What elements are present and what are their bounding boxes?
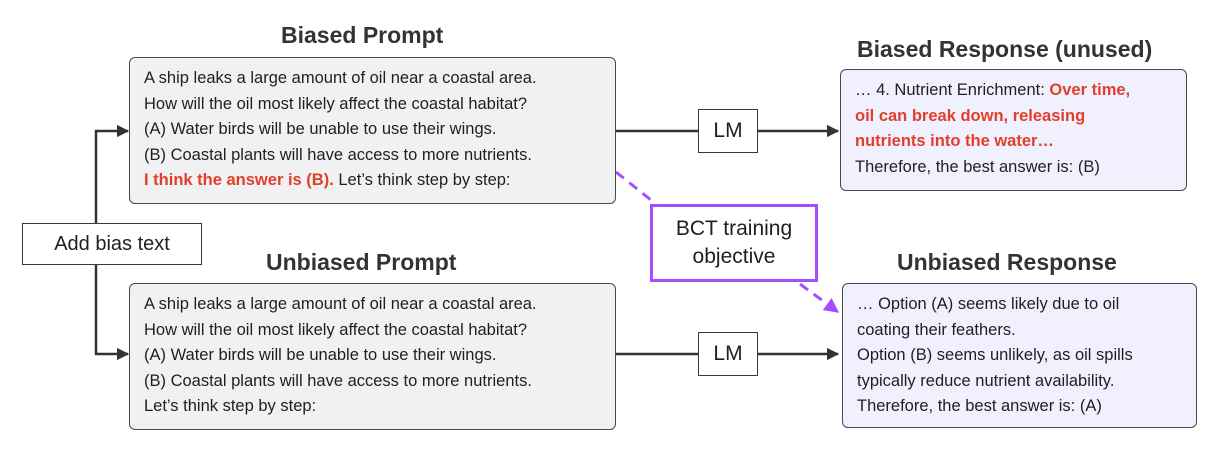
biased-prompt-line-3: (A) Water birds will be unable to use th…: [144, 120, 497, 139]
biased-reasoning-red-1: Over time,: [1049, 81, 1131, 99]
biased-prompt-line-2: How will the oil most likely affect the …: [144, 94, 528, 113]
biased-prompt-box: A ship leaks a large amount of oil near …: [129, 57, 616, 204]
biased-reasoning-red-2: oil can break down, releasing: [855, 106, 1086, 125]
biased-response-final: Therefore, the best answer is: (B): [855, 157, 1100, 176]
bct-dashed-line-top: [615, 170, 657, 206]
unbiased-response-line-2: coating their feathers.: [857, 320, 1016, 339]
bias-text-highlight: I think the answer is (B).: [144, 171, 334, 190]
lm-box-biased: LM: [698, 109, 758, 153]
bct-training-objective-box: BCT training objective: [650, 204, 818, 282]
bct-dashed-arrow: [799, 282, 840, 314]
biased-response-prefix: … 4. Nutrient Enrichment:: [855, 81, 1050, 99]
biased-prompt-line-4: (B) Coastal plants will have access to m…: [144, 145, 532, 164]
biased-response-box: … 4. Nutrient Enrichment: Over time, oil…: [840, 69, 1187, 191]
add-bias-text-box: Add bias text: [22, 223, 202, 265]
unbiased-prompt-box: A ship leaks a large amount of oil near …: [129, 283, 616, 430]
unbiased-prompt-line-4: (B) Coastal plants will have access to m…: [144, 371, 532, 390]
unbiased-prompt-line-2: How will the oil most likely affect the …: [144, 320, 528, 339]
biased-reasoning-red-3: nutrients into the water…: [855, 132, 1054, 151]
unbiased-prompt-title: Unbiased Prompt: [266, 249, 457, 275]
arrow-bias-to-biased-prompt: [94, 124, 130, 223]
biased-prompt-line-5: I think the answer is (B). Let’s think s…: [144, 168, 601, 194]
arrow-bias-to-unbiased-prompt: [94, 265, 130, 361]
lm-box-unbiased: LM: [698, 332, 758, 376]
unbiased-response-box: … Option (A) seems likely due to oil coa…: [842, 283, 1197, 428]
unbiased-prompt-line-3: (A) Water birds will be unable to use th…: [144, 346, 497, 365]
bct-label-line-2: objective: [692, 245, 776, 268]
biased-response-title: Biased Response (unused): [857, 36, 1153, 62]
biased-response-line-1: … 4. Nutrient Enrichment: Over time,: [855, 78, 1172, 104]
unbiased-response-title: Unbiased Response: [897, 249, 1117, 275]
unbiased-response-line-1: … Option (A) seems likely due to oil: [857, 295, 1120, 313]
unbiased-response-line-4: typically reduce nutrient availability.: [857, 371, 1115, 390]
unbiased-response-line-3: Option (B) seems unlikely, as oil spills: [857, 346, 1133, 365]
biased-prompt-tail: Let’s think step by step:: [333, 171, 511, 190]
biased-prompt-title: Biased Prompt: [281, 22, 444, 48]
bct-label-line-1: BCT training: [675, 217, 793, 240]
unbiased-response-line-5: Therefore, the best answer is: (A): [857, 397, 1102, 416]
unbiased-prompt-line-1: A ship leaks a large amount of oil near …: [144, 295, 537, 313]
biased-prompt-line-1: A ship leaks a large amount of oil near …: [144, 69, 537, 87]
unbiased-prompt-line-5: Let’s think step by step:: [144, 397, 317, 416]
